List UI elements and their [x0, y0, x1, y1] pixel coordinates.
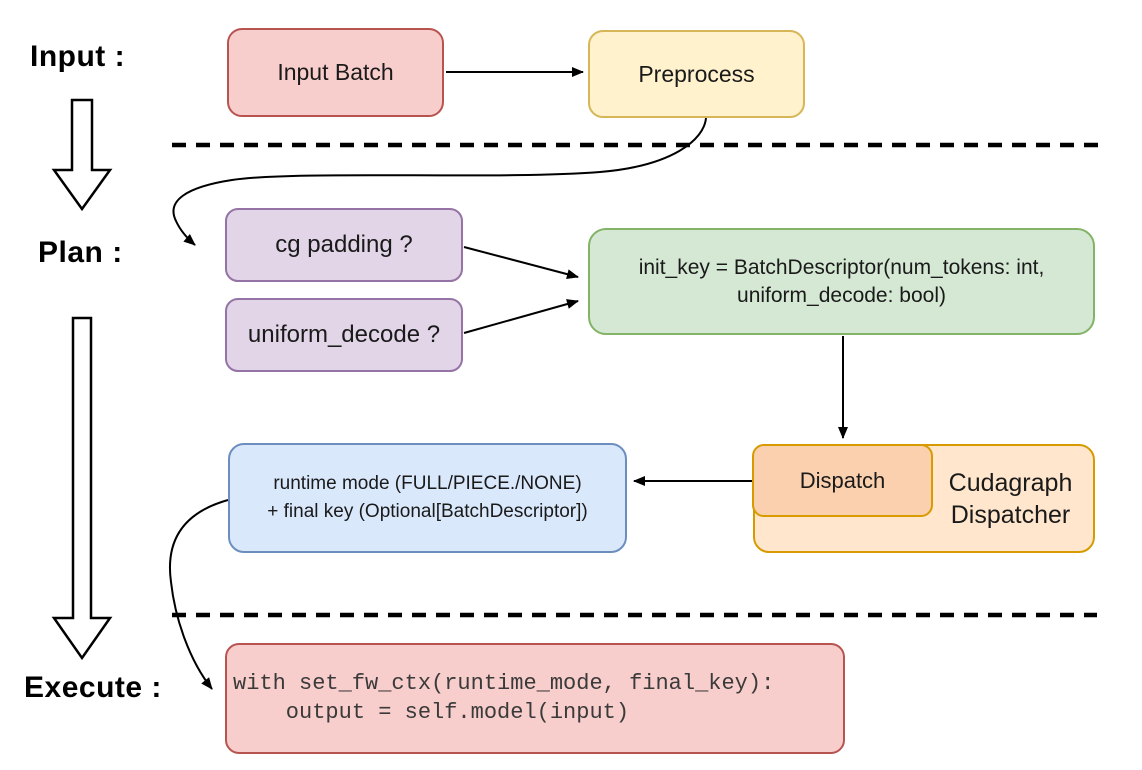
- arrow-runtime-mode-to-execute-code: [169, 499, 229, 690]
- node-init-key: init_key = BatchDescriptor(num_tokens: i…: [588, 228, 1095, 335]
- execute-code-line2: output = self.model(input): [233, 699, 630, 725]
- node-init-key-line2: uniform_decode: bool): [737, 283, 946, 307]
- stage-label-input: Input :: [30, 40, 126, 73]
- stage-label-plan: Plan :: [38, 236, 123, 269]
- hollow-arrow-input-to-plan: [51, 98, 113, 212]
- node-runtime-mode: runtime mode (FULL/PIECE./NONE) + final …: [228, 443, 627, 553]
- cudagraph-dispatcher-label: Cudagraph Dispatcher: [928, 446, 1093, 551]
- node-execute-code: with set_fw_ctx(runtime_mode, final_key)…: [225, 643, 845, 754]
- node-runtime-line2: + final key (Optional[BatchDescriptor]): [267, 501, 588, 522]
- node-uniform-decode: uniform_decode ?: [225, 298, 463, 372]
- node-uniform-decode-label: uniform_decode ?: [247, 321, 441, 349]
- arrow-cg-padding-to-init-key: [463, 246, 579, 280]
- execute-code-line1: with set_fw_ctx(runtime_mode, final_key)…: [233, 671, 775, 697]
- node-runtime-line1: runtime mode (FULL/PIECE./NONE): [273, 472, 582, 494]
- node-init-key-line1: init_key = BatchDescriptor(num_tokens: i…: [638, 255, 1045, 279]
- cudagraph-label-line1: Cudagraph: [948, 468, 1073, 497]
- node-input-batch: Input Batch: [227, 28, 444, 117]
- node-preprocess: Preprocess: [588, 30, 805, 118]
- node-cg-padding: cg padding ?: [225, 208, 463, 282]
- arrow-uniform-decode-to-init-key: [463, 299, 579, 334]
- node-input-batch-label: Input Batch: [277, 59, 394, 86]
- node-preprocess-label: Preprocess: [638, 60, 755, 87]
- stage-label-execute: Execute :: [24, 671, 162, 704]
- node-dispatch-label: Dispatch: [799, 467, 886, 493]
- node-dispatch: Dispatch: [752, 444, 933, 517]
- hollow-arrow-plan-to-execute: [51, 316, 113, 661]
- arrow-preprocess-to-cg-padding: [172, 117, 707, 246]
- cudagraph-label-line2: Dispatcher: [950, 500, 1071, 529]
- node-cg-padding-label: cg padding ?: [275, 231, 413, 259]
